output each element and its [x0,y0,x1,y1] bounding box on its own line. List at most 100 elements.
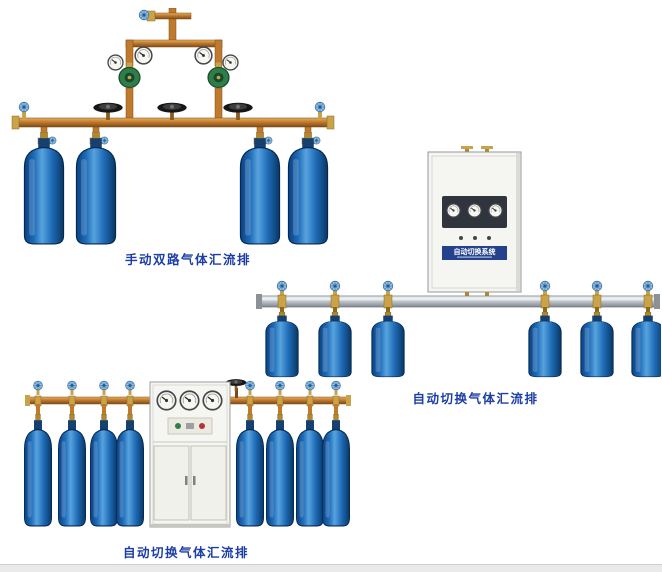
product-image-manual-dual-manifold [11,8,335,245]
cabinet-label-text: 自动切换系统 [454,247,496,256]
cylinder-connection [276,280,288,315]
cabinet-riser-pipe [485,146,489,154]
gas-cylinder [23,132,65,245]
gas-cylinder [115,414,145,527]
cylinder-connection [99,380,109,417]
cylinder-valve-handwheel-icon [99,380,109,391]
end-valve-handwheel-icon [314,101,326,113]
cylinder-valve-handwheel-icon [67,380,77,391]
cylinder-valve-handwheel-icon [275,380,285,391]
pressure-gauge-icon [156,390,177,411]
pipe-end-cap [11,115,20,130]
shutoff-valve-handwheel-icon [157,102,187,120]
pressure-gauge-icon [202,390,223,411]
pressure-gauge-icon [488,203,503,218]
door-handle [185,476,188,485]
cylinder-connection [33,380,43,417]
gas-cylinder [75,132,117,245]
cylinder-valve-handwheel-icon [329,280,341,292]
door-handle [193,476,196,485]
cylinder-valve-handwheel-icon [591,280,603,292]
bottom-cropped-strip [0,564,662,572]
gas-cylinder [235,414,265,527]
indicator-dot [459,236,463,240]
gas-cylinder [318,312,352,378]
riser-valve [481,146,493,149]
pressure-gauge-icon [107,54,124,71]
cylinder-valve-handwheel-icon [100,136,109,145]
riser-valve [461,146,473,149]
shutoff-valve-handwheel-icon [223,102,253,120]
inlet-valve-handwheel-icon [138,9,150,21]
control-cabinet: 自动切换系统 [427,151,522,297]
indicator-green [175,423,181,429]
cylinder-valve-handwheel-icon [48,136,57,145]
cylinder-connection [329,280,341,315]
pressure-gauge-icon [194,46,213,65]
cylinder-valve-handwheel-icon [33,380,43,391]
cylinder-connection [331,380,341,417]
pressure-gauge-icon [446,203,461,218]
cylinder-valve-handwheel-icon [125,380,135,391]
cylinder-valve-handwheel-icon [539,280,551,292]
header-pipe [125,39,223,48]
cylinder-connection [539,280,551,315]
down-pipe-left [125,87,134,121]
pipe-end-cap [25,395,30,406]
gas-cylinder [23,414,53,527]
gas-cylinder [295,414,325,527]
indicator-dot [473,236,477,240]
end-valve-handwheel-icon [18,101,30,113]
indicator-dot [487,236,491,240]
control-switch [186,423,194,429]
cylinder-valve-handwheel-icon [245,380,255,391]
gas-cylinder [265,312,299,378]
gas-cylinder [631,312,661,378]
cylinder-valve-handwheel-icon [312,136,321,145]
down-pipe-right [214,87,223,121]
pipe-end-cap [326,115,335,130]
valve-stem [22,111,26,119]
pressure-gauge-icon [179,390,200,411]
cylinder-connection [125,380,135,417]
pipe-end-cap [256,294,262,309]
product-image-auto-changeover-cabinet: 自动切换系统 [256,146,661,378]
control-cabinet [149,381,231,528]
gas-cylinder [580,312,614,378]
cylinder-valve-handwheel-icon [642,280,654,292]
product-image-auto-changeover-gauges [23,379,351,528]
gas-cylinder [371,312,405,378]
pipe-end-cap [346,395,351,406]
gas-cylinder [528,312,562,378]
pressure-gauge-icon [222,54,239,71]
pressure-gauge-icon [134,46,153,65]
gas-cylinder [89,414,119,527]
gas-cylinder [321,414,351,527]
cabinet-door-left [153,445,190,521]
cabinet-door-right [190,445,227,521]
pipe-highlight [261,298,655,301]
cabinet-riser-pipe [465,146,469,154]
pipe-end-cap [654,294,660,309]
valve-stem [318,111,322,119]
cylinder-connection [67,380,77,417]
pressure-gauge-icon [467,203,482,218]
cylinder-valve-handwheel-icon [305,380,315,391]
cylinder-connection [275,380,285,417]
cylinder-connection [642,280,654,315]
cylinder-valve-handwheel-icon [276,280,288,292]
cylinder-connection [305,380,315,417]
cabinet-label-subline [457,256,492,258]
product-caption-auto-cabinet: 自动切换气体汇流排 [412,392,539,406]
inlet-pipe-assembly [138,8,192,45]
product-caption-manual-dual: 手动双路气体汇流排 [124,253,251,267]
cylinder-connection [245,380,255,417]
shutoff-valve-handwheel-icon [93,102,123,120]
product-caption-auto-gauges: 自动切换气体汇流排 [122,546,249,560]
valve-stem [235,388,238,398]
gas-cylinder [265,414,295,527]
cylinder-valve-handwheel-icon [264,136,273,145]
cylinder-valve-handwheel-icon [382,280,394,292]
gas-cylinder [57,414,87,527]
